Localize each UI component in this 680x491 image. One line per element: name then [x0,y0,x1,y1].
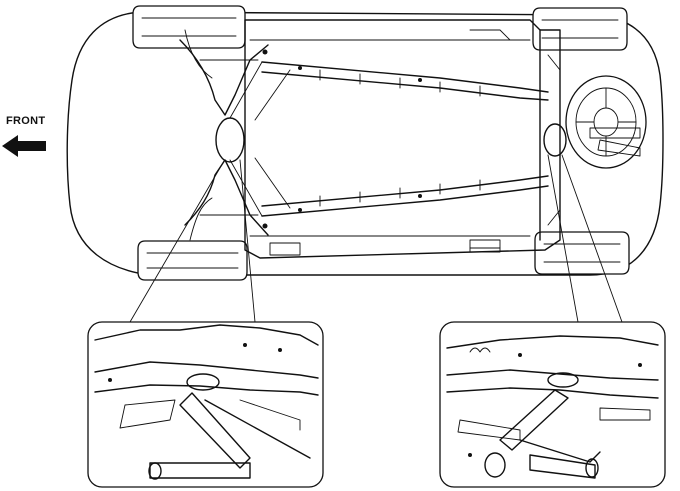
front-arrow-icon [2,135,46,157]
wheel-rear-left [532,7,628,51]
spare-tire [565,75,647,169]
jack-point-rear-marker [543,123,567,157]
chassis-frame [179,19,561,259]
wheel-front-right [137,240,248,281]
wheel-front-left [132,5,246,49]
front-direction-indicator: FRONT [2,115,46,157]
front-label: FRONT [6,115,45,127]
wheel-rear-right [534,231,630,275]
callout-lines [129,154,623,323]
detail-inset-front [87,321,324,488]
detail-inset-rear [439,321,666,488]
jack-point-front-marker [215,117,245,163]
